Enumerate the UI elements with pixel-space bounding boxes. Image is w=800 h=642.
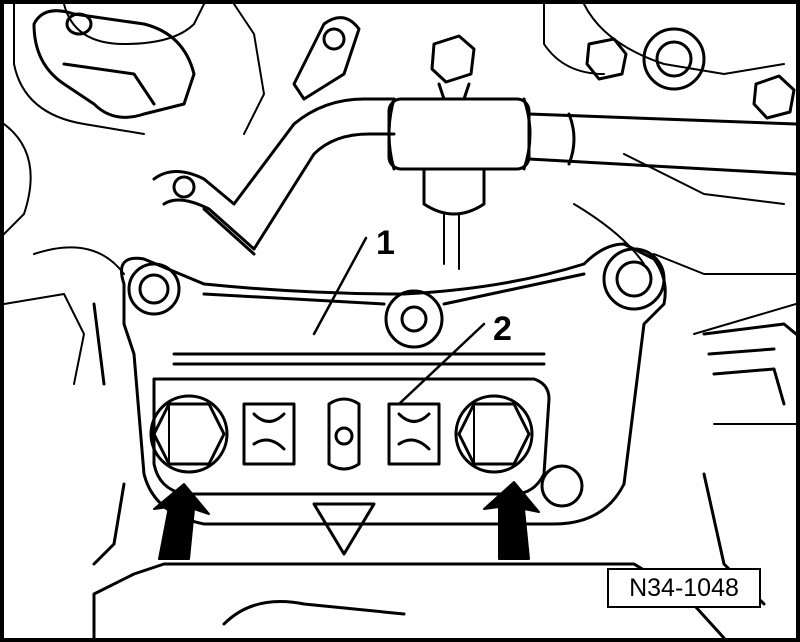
- coolant-pipe: [152, 97, 796, 270]
- callout-2-label: 2: [493, 310, 512, 348]
- callout-2-leader: [397, 322, 486, 406]
- right-side-structure: [702, 322, 796, 606]
- figure-reference-number: N34-1048: [607, 568, 761, 608]
- line-drawing: [4, 4, 796, 638]
- clamp-plate: [152, 377, 551, 556]
- right-bolt-arrow: [483, 481, 540, 560]
- right-bolt: [454, 394, 534, 474]
- upper-bracket: [292, 16, 361, 101]
- right-upper-nuts: [585, 27, 796, 120]
- left-bolt: [149, 394, 229, 474]
- hose-bracket-nut: [430, 34, 476, 101]
- lower-right-lug: [540, 464, 584, 508]
- left-bolt-arrow: [153, 483, 210, 560]
- callout-1-label: 1: [376, 224, 395, 262]
- mount-bracket: [120, 242, 667, 526]
- sensor-housing: [32, 9, 196, 119]
- background-engine-parts: [4, 4, 796, 425]
- callout-1-leader: [312, 236, 368, 336]
